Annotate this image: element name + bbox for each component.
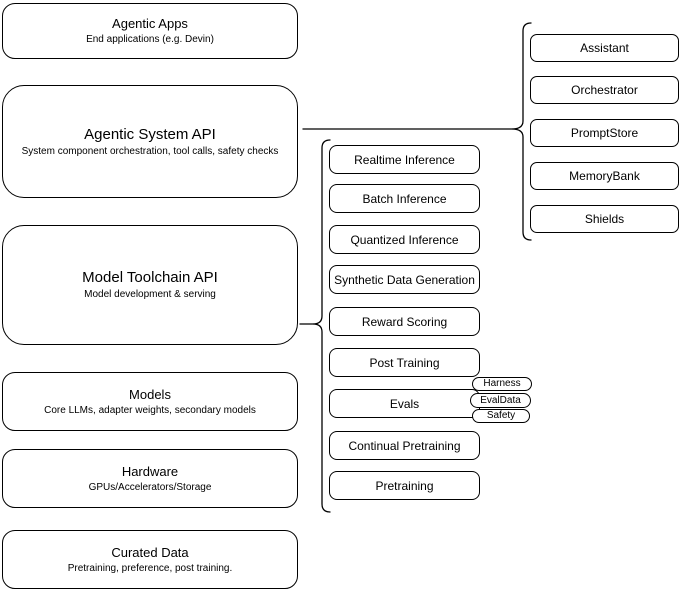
node-title: Hardware <box>121 463 179 479</box>
tag-evaldata: EvalData <box>470 393 531 408</box>
node-reward-scoring: Reward Scoring <box>329 307 480 336</box>
node-pretraining: Pretraining <box>329 471 480 500</box>
node-label: Evals <box>389 396 420 411</box>
node-subtitle: Model development & serving <box>84 289 216 300</box>
node-continual-pretraining: Continual Pretraining <box>329 431 480 460</box>
tag-label: Safety <box>486 410 516 421</box>
node-promptstore: PromptStore <box>530 119 679 147</box>
node-label: PromptStore <box>570 126 639 140</box>
node-subtitle: Pretraining, preference, post training. <box>67 562 233 574</box>
node-batch-inference: Batch Inference <box>329 184 480 213</box>
tag-safety: Safety <box>472 409 530 423</box>
node-title: Agentic Apps <box>112 16 188 31</box>
node-title: Models <box>129 386 171 402</box>
node-models: Models Core LLMs, adapter weights, secon… <box>2 372 298 431</box>
node-title: Model Toolchain API <box>82 269 218 286</box>
tag-harness: Harness <box>472 377 532 391</box>
node-title: Agentic System API <box>84 125 216 143</box>
node-title: Curated Data <box>111 544 189 560</box>
node-evals: Evals <box>329 389 480 418</box>
node-agentic-apps: Agentic Apps End applications (e.g. Devi… <box>2 3 298 59</box>
node-label: Orchestrator <box>571 83 638 97</box>
node-label: Pretraining <box>375 478 434 493</box>
node-curated-data: Curated Data Pretraining, preference, po… <box>2 530 298 589</box>
node-realtime-inference: Realtime Inference <box>329 145 480 174</box>
node-label: Post Training <box>369 355 440 370</box>
node-subtitle: End applications (e.g. Devin) <box>86 34 214 45</box>
node-shields: Shields <box>530 205 679 233</box>
node-agentic-system-api: Agentic System API System component orch… <box>2 85 298 198</box>
node-label: Reward Scoring <box>361 314 448 329</box>
node-synthetic-data-generation: Synthetic Data Generation <box>329 265 480 294</box>
node-subtitle: GPUs/Accelerators/Storage <box>88 481 212 493</box>
node-label: Assistant <box>580 41 629 55</box>
tag-label: Harness <box>483 378 521 389</box>
node-label: Batch Inference <box>362 191 447 206</box>
node-label: Realtime Inference <box>354 152 455 167</box>
node-label: MemoryBank <box>569 169 640 183</box>
node-hardware: Hardware GPUs/Accelerators/Storage <box>2 449 298 508</box>
toolchain-brace <box>312 139 331 513</box>
tag-label: EvalData <box>480 394 521 406</box>
system-brace <box>511 22 532 241</box>
node-label: Shields <box>584 212 625 226</box>
node-memorybank: MemoryBank <box>530 162 679 190</box>
node-label: Quantized Inference <box>350 232 459 247</box>
node-post-training: Post Training <box>329 348 480 377</box>
node-assistant: Assistant <box>530 34 679 62</box>
node-label: Synthetic Data Generation <box>334 272 475 287</box>
node-quantized-inference: Quantized Inference <box>329 225 480 254</box>
node-subtitle: Core LLMs, adapter weights, secondary mo… <box>44 404 256 416</box>
node-label: Continual Pretraining <box>348 438 461 453</box>
node-orchestrator: Orchestrator <box>530 76 679 104</box>
node-subtitle: System component orchestration, tool cal… <box>21 145 279 157</box>
node-model-toolchain-api: Model Toolchain API Model development & … <box>2 225 298 345</box>
